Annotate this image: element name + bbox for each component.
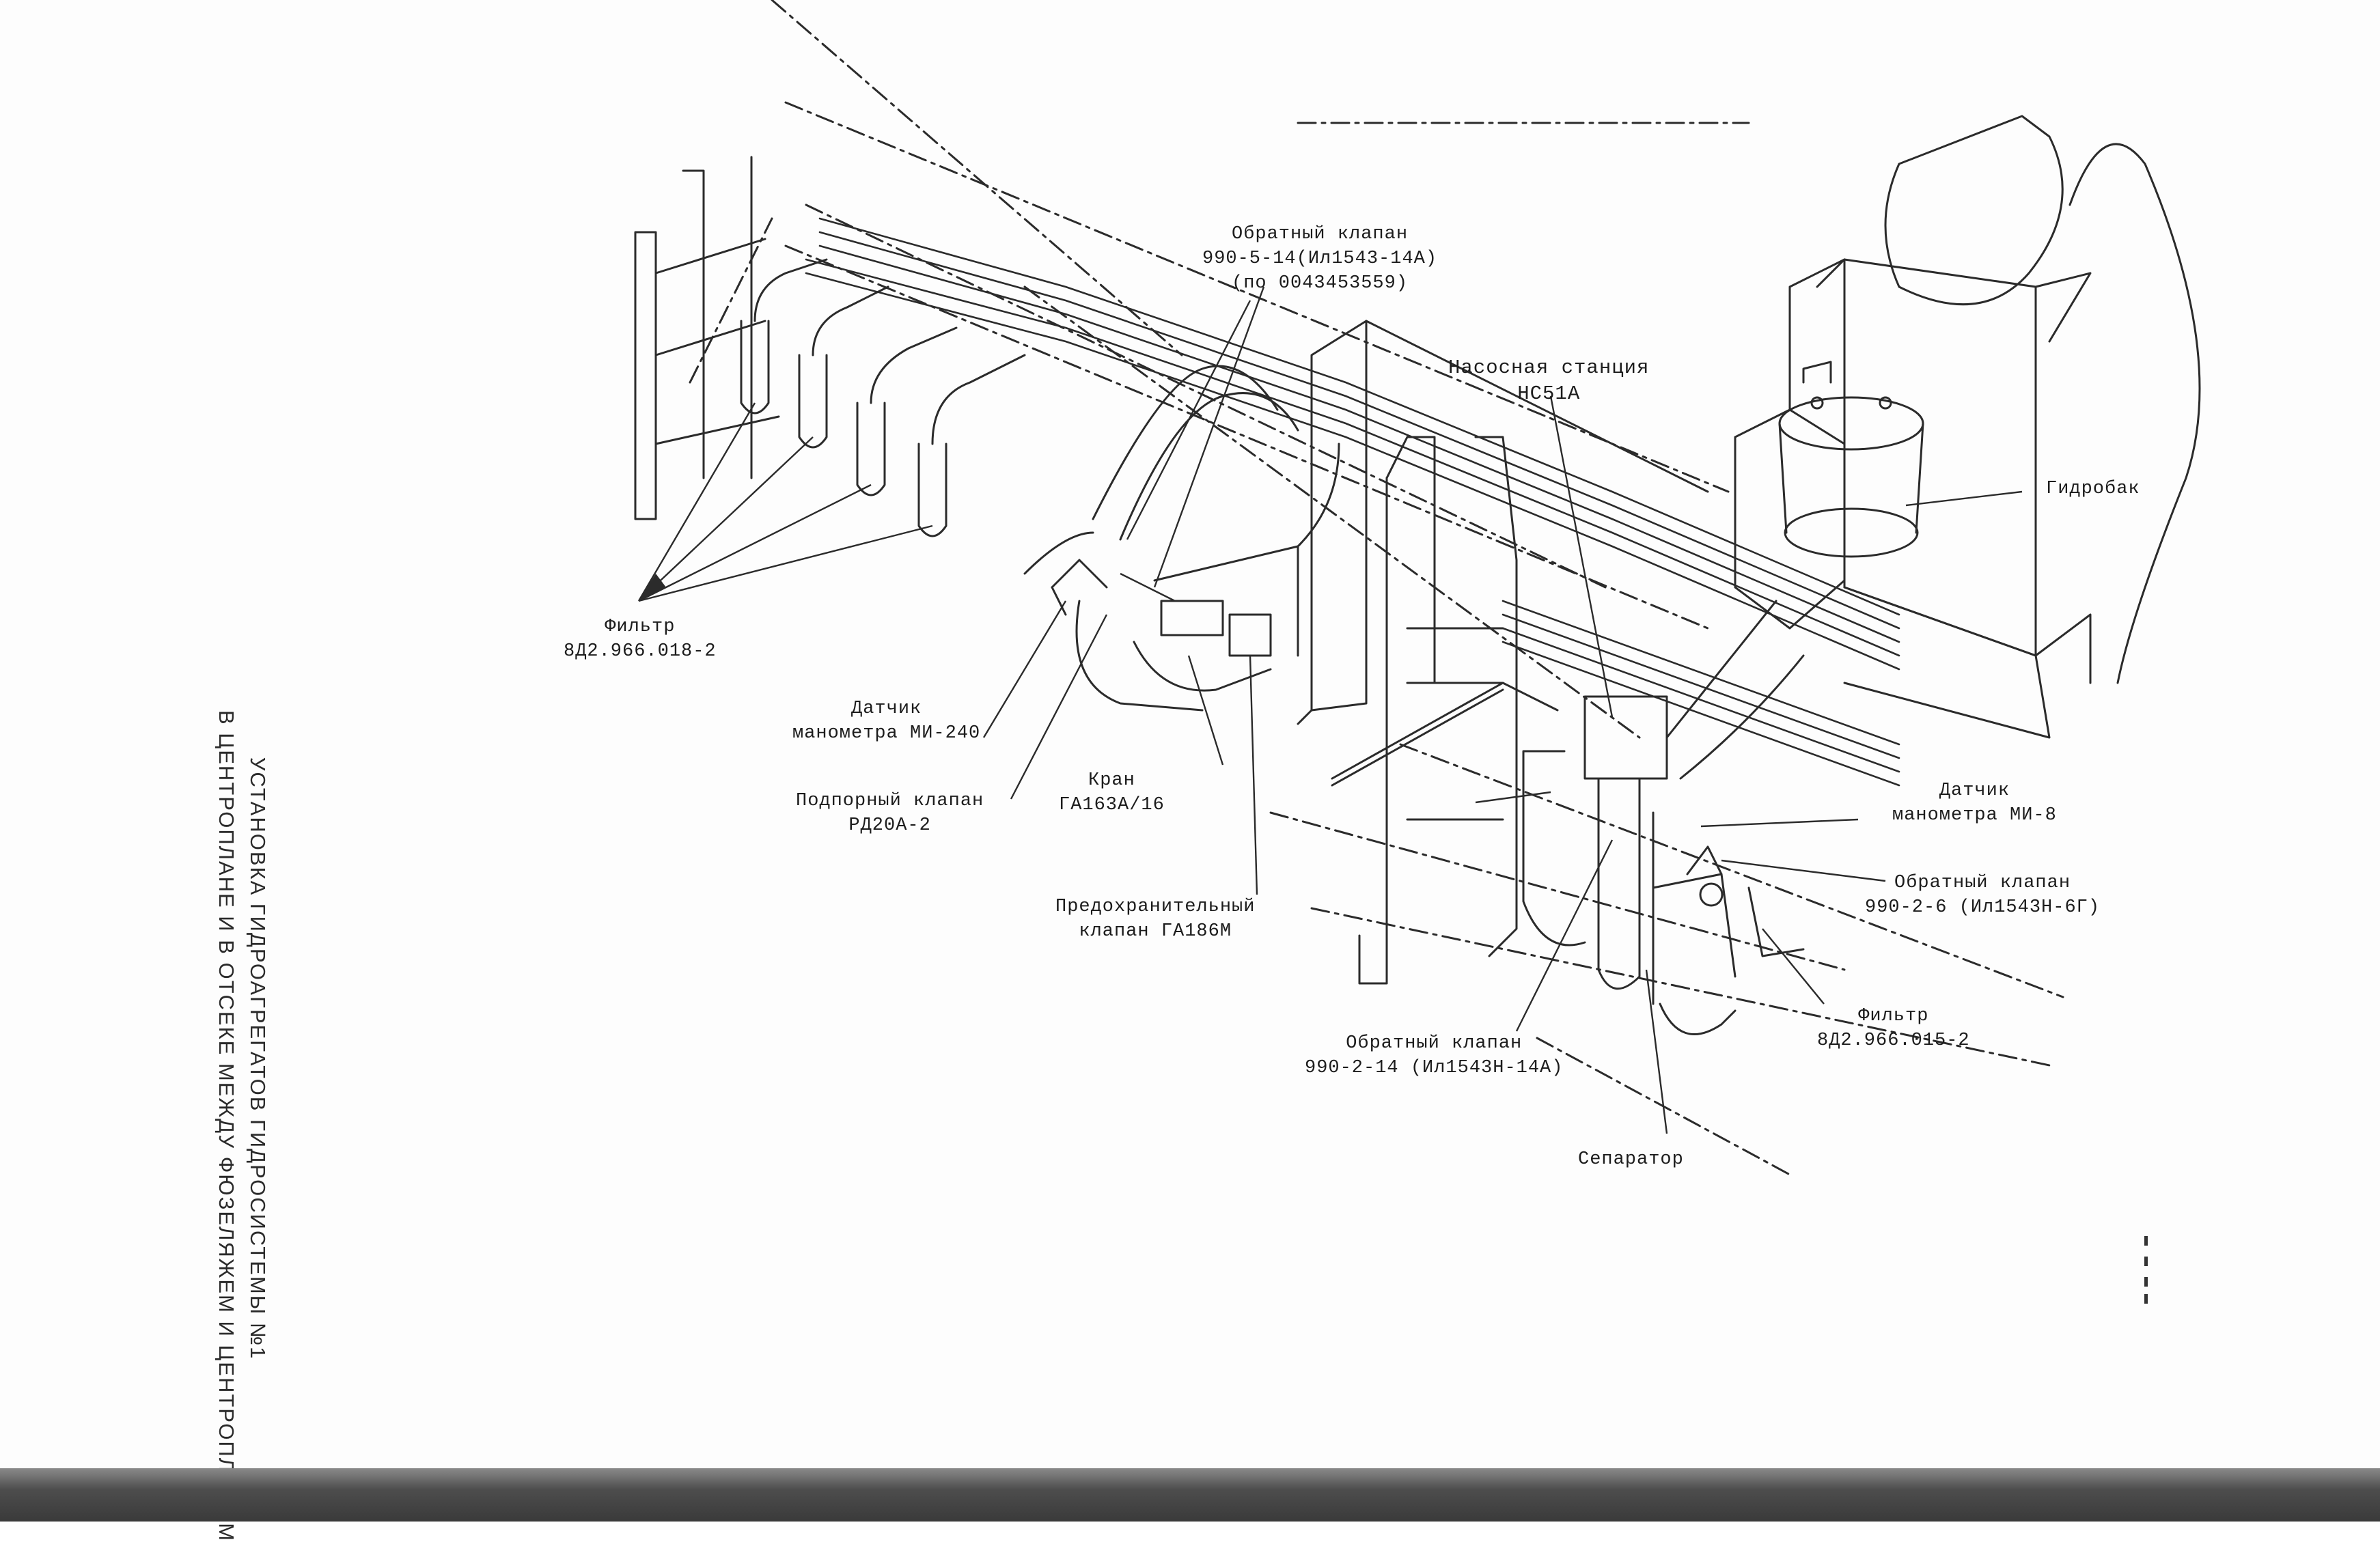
title-line-2: В ЦЕНТРОПЛАНЕ И В ОТСЕКЕ МЕЖДУ ФЮЗЕЛЯЖЕМ… xyxy=(215,710,238,1542)
label-gauge-sensor-240: Датчик манометра МИ-240 xyxy=(792,699,981,744)
filter-arrow-tip xyxy=(639,574,666,601)
structure-outline xyxy=(689,0,2064,1176)
leader-lines xyxy=(637,286,2023,1134)
scan-edge-band xyxy=(0,1468,2380,1522)
hydro-tank-body xyxy=(1778,361,1924,589)
label-pump-station: Насосная станция НС51А xyxy=(1448,356,1650,405)
left-filters xyxy=(740,258,1026,537)
left-frame xyxy=(634,156,780,520)
main-pipeline xyxy=(805,217,1900,787)
label-check-valve-right: Обратный клапан 990-2-6 (Ил1543Н-6Г) xyxy=(1865,873,2101,918)
tank-compartment xyxy=(1734,115,2201,739)
margin-mark xyxy=(2144,1277,2148,1287)
label-separator: Сепаратор xyxy=(1578,1149,1684,1170)
label-valve-crane: Кран ГА163А/16 xyxy=(1059,770,1165,815)
pump-station-cluster xyxy=(1331,600,1805,1035)
label-safety-valve: Предохранительный клапан ГА186М xyxy=(1055,897,1256,942)
label-check-valve-bottom: Обратный клапан 990-2-14 (Ил1543Н-14А) xyxy=(1305,1033,1564,1078)
label-gauge-sensor-8: Датчик манометра МИ-8 xyxy=(1892,781,2057,826)
title-line-1: УСТАНОВКА ГИДРОАГРЕГАТОВ ГИДРОСИСТЕМЫ №1 xyxy=(246,757,270,1360)
margin-mark xyxy=(2144,1294,2148,1304)
valve-block xyxy=(1023,365,1340,712)
margin-mark xyxy=(2144,1236,2148,1246)
label-hydro-tank: Гидробак xyxy=(2046,479,2140,499)
drawing-title: УСТАНОВКА ГИДРОАГРЕГАТОВ ГИДРОСИСТЕМЫ №1… xyxy=(210,710,273,1542)
label-filter-right: Фильтр 8Д2.966.015-2 xyxy=(1817,1006,1970,1051)
label-filter-left: Фильтр 8Д2.966.018-2 xyxy=(564,617,717,662)
margin-mark xyxy=(2144,1257,2148,1266)
label-backpressure-valve: Подпорный клапан РД20А-2 xyxy=(796,791,984,836)
label-check-valve-top: Обратный клапан 990-5-14(Ил1543-14А) (по… xyxy=(1202,224,1438,294)
